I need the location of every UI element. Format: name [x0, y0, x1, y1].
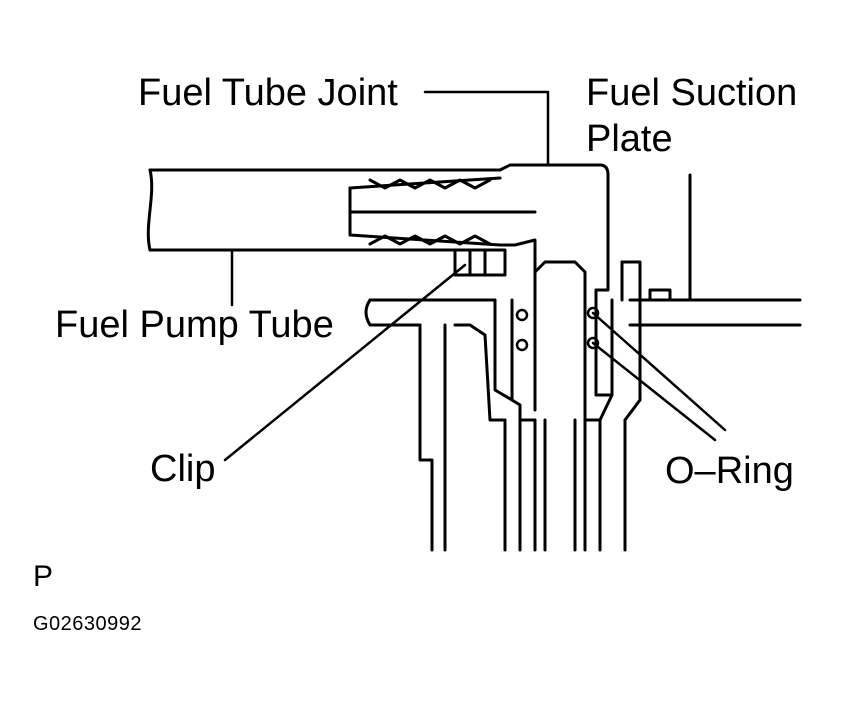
figure-code: G02630992: [33, 613, 143, 635]
leader-o-ring-lower: [591, 341, 717, 442]
o-rings-drawing: [515, 306, 600, 352]
fuel-suction-plate-label-line1: Fuel Suction: [586, 72, 798, 114]
fuel-suction-plate-label-line2: Plate: [586, 118, 673, 160]
clip-label: Clip: [150, 448, 216, 490]
clip-drawing: [453, 248, 507, 277]
fuel-tube-joint-label: Fuel Tube Joint: [138, 72, 398, 114]
fuel-suction-plate-drawing: [364, 173, 802, 327]
leader-o-ring-upper: [591, 311, 727, 432]
pump-housing-drawing: [418, 323, 642, 552]
fuel-pump-tube-label: Fuel Pump Tube: [55, 304, 334, 346]
leader-fuel-tube-joint: [423, 90, 550, 167]
fuel-pump-tube-drawing: [146, 168, 502, 252]
fuel-tube-joint-drawing: [348, 163, 610, 292]
pump-outlet-drawing: [493, 260, 642, 552]
view-letter: P: [33, 560, 54, 593]
o-ring-label: O–Ring: [665, 450, 794, 492]
leader-lines: [223, 90, 727, 462]
leader-clip: [223, 263, 467, 462]
